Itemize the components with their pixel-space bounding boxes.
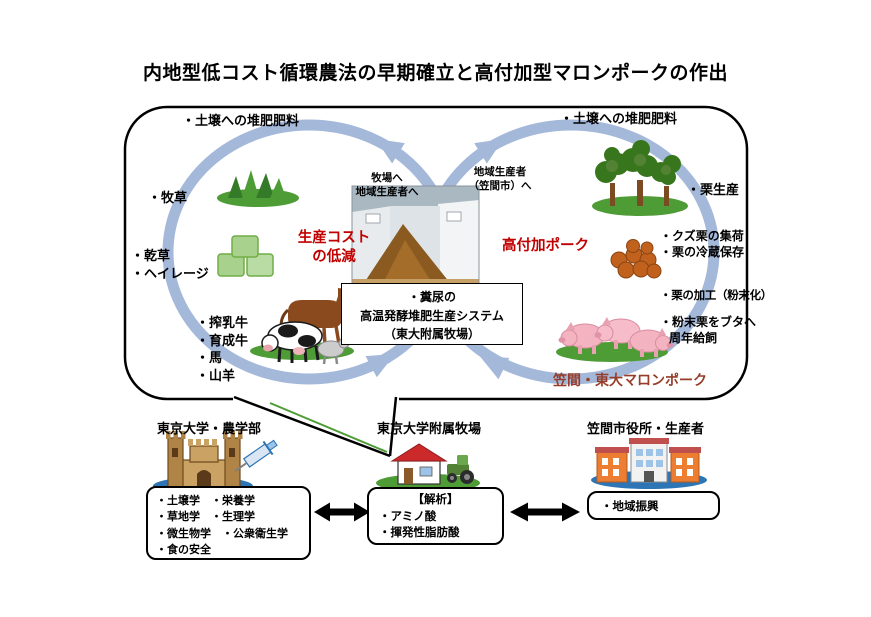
cycle-arrowheads — [365, 138, 510, 380]
pigs-icon — [556, 317, 674, 362]
label-haylage: ・ヘイレージ — [131, 265, 209, 281]
building-right-icon — [669, 447, 701, 483]
university-fields-box: ・土壌学 ・栄養学 ・草地学 ・生理学 ・微生物学 ・公衆衛生学 ・食の安全 — [146, 486, 311, 560]
city-role-item: ・地域振興 — [601, 501, 659, 513]
compost-system-line3: （東大附属牧場） — [383, 327, 480, 342]
cow-icon — [261, 321, 323, 363]
to-producers-line2: （笠間市）へ — [468, 179, 532, 192]
label-cold-storage: ・栗の冷蔵保存 — [660, 245, 745, 260]
bubble-tail-right-line — [388, 396, 398, 457]
label-dairy-cattle: ・搾乳牛 — [196, 315, 249, 330]
pig-icon — [629, 328, 674, 357]
label-chestnut-collection-storage: ・クズ栗の集荷 ・栗の冷蔵保存 — [660, 228, 744, 260]
analysis-item-vfa: ・揮発性脂肪酸 — [379, 527, 460, 540]
bubble-tail-gap — [233, 395, 399, 402]
to-producers-line1: 地域生産者 — [473, 166, 527, 178]
org-title-city: 笠間市役所・生産者 — [587, 421, 705, 436]
label-pig-feeding: ・粉末栗をブタへ 周年給飼 — [660, 314, 756, 346]
analysis-item-amino: ・アミノ酸 — [379, 510, 437, 523]
label-cost-reduction: 生産コスト の低減 — [284, 229, 384, 267]
university-field-line4: ・食の安全 — [156, 543, 211, 556]
livestock-icon — [250, 288, 354, 365]
compost-system-line1: ・糞尿の — [407, 290, 456, 304]
farm-analysis-box: 【解析】 ・アミノ酸 ・揮発性脂肪酸 — [367, 487, 504, 545]
page-title: 内地型低コスト循環農法の早期確立と高付加型マロンポークの作出 — [142, 63, 728, 84]
label-to-producers: 地域生産者 （笠間市）へ — [458, 166, 542, 193]
label-chestnut-processing: ・栗の加工（粉末化） — [660, 290, 772, 302]
label-goat: ・山羊 — [196, 367, 236, 383]
exchange-arrow-right — [510, 502, 580, 522]
label-pasture: ・牧草 — [148, 190, 188, 205]
exchange-arrow-left — [314, 502, 370, 522]
label-chestnut-production: ・栗生産 — [687, 182, 740, 197]
bubble-tail-green-line — [269, 402, 388, 453]
compost-system-line2: 高温発酵堆肥生産システム — [360, 308, 504, 323]
label-hay: ・乾草 — [131, 248, 171, 263]
chestnut-trees-icon — [592, 140, 688, 216]
syringe-icon — [234, 439, 278, 472]
label-soil-compost-right: ・土壌への堆肥肥料 — [560, 111, 678, 126]
label-waste-collection: ・クズ栗の集荷 — [660, 229, 744, 243]
building-left-icon — [595, 447, 629, 483]
city-role-box: ・地域振興 — [587, 491, 720, 520]
chestnuts-icon — [610, 239, 662, 279]
label-premium-pork: 高付加ポーク — [502, 238, 589, 254]
building-center-icon — [629, 438, 669, 483]
label-growing-cattle: ・育成牛 — [196, 332, 249, 348]
label-animals: ・搾乳牛 ・育成牛 ・馬 ・山羊 — [196, 314, 248, 384]
label-horse: ・馬 — [196, 350, 223, 366]
label-hay-haylage: ・乾草 ・ヘイレージ — [131, 247, 209, 282]
arrowhead-left-bottom-icon — [365, 354, 396, 378]
to-farm-line1: 牧場へ — [371, 172, 403, 184]
arrowhead-right-bottom-icon — [479, 356, 510, 380]
tractor-icon — [447, 455, 474, 484]
org-title-farm: 東京大学附属牧場 — [377, 421, 482, 436]
university-field-line1: ・土壌学 ・栄養学 — [156, 495, 255, 507]
cost-reduction-line2: の低減 — [312, 248, 356, 265]
hay-bales-icon — [217, 235, 274, 277]
to-farm-line2: 地域生産者へ — [355, 185, 419, 198]
university-field-line3: ・微生物学 ・公衆衛生学 — [156, 527, 288, 540]
pasture-icon — [217, 170, 299, 207]
cost-reduction-line1: 生産コスト — [297, 230, 371, 246]
university-field-line2: ・草地学 ・生理学 — [156, 511, 255, 524]
label-to-farm: 牧場へ 地域生産者へ — [346, 172, 428, 199]
compost-facility-image — [351, 185, 480, 286]
arrowhead-right-top-icon — [474, 138, 504, 164]
pig-feeding-line2: 周年給飼 — [669, 331, 718, 346]
city-hall-icon — [591, 438, 707, 489]
pig-feeding-line1: ・粉末栗をブタへ — [660, 315, 757, 329]
compost-system-box: ・糞尿の 高温発酵堆肥生産システム （東大附属牧場） — [341, 283, 523, 345]
org-title-university: 東京大学・農学部 — [157, 421, 262, 436]
arrowhead-left-top-icon — [375, 138, 405, 164]
analysis-heading: 【解析】 — [412, 494, 459, 506]
bubble-tail-left-line — [233, 395, 391, 458]
label-brand-pork: 笠間・東大マロンポーク — [553, 372, 707, 388]
label-soil-compost-left: ・土壌への堆肥肥料 — [182, 113, 300, 128]
pig-icon — [558, 322, 605, 354]
